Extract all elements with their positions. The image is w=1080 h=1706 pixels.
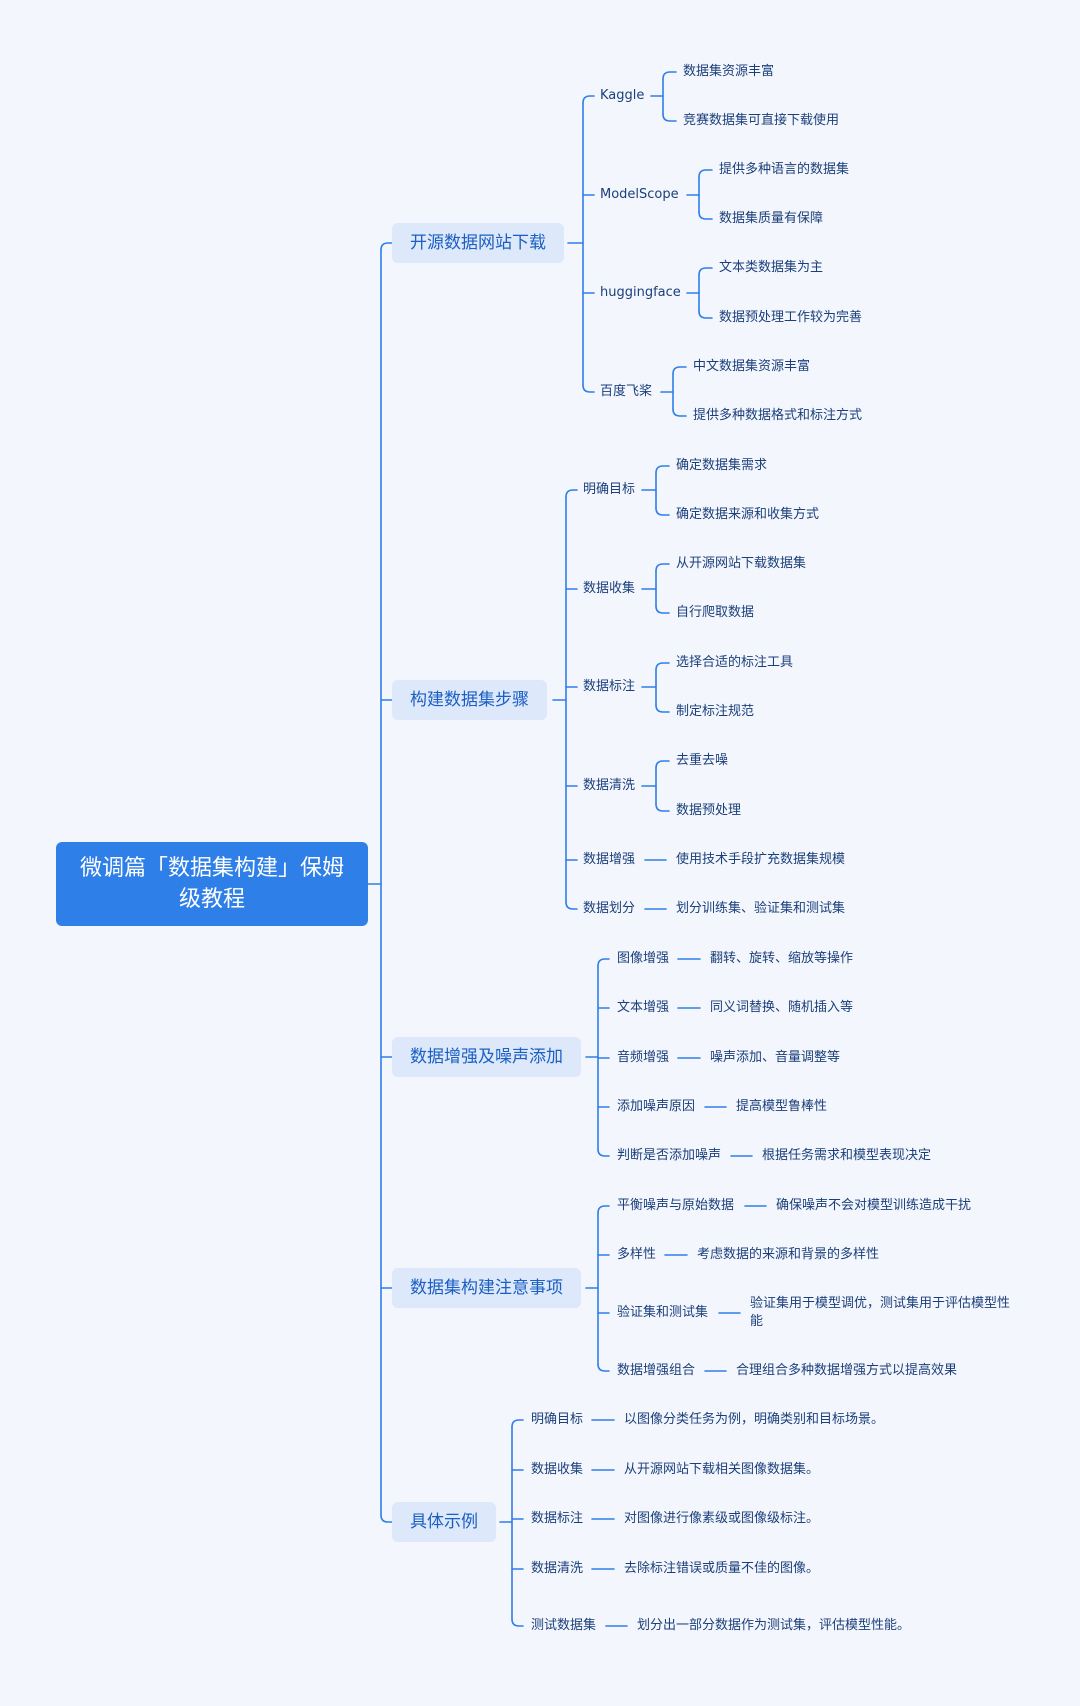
leaf[interactable]: 确定数据来源和收集方式 (676, 507, 820, 522)
leaf[interactable]: 提供多种数据格式和标注方式 (693, 408, 863, 423)
node-ex-annotate[interactable]: 数据标注 (531, 1511, 584, 1526)
leaf[interactable]: 竞赛数据集可直接下载使用 (683, 113, 840, 128)
leaf[interactable]: 使用技术手段扩充数据集规模 (676, 852, 846, 867)
leaf[interactable]: 数据预处理 (676, 803, 742, 818)
node-audio-aug[interactable]: 音频增强 (617, 1050, 670, 1065)
section-example[interactable]: 具体示例 (392, 1502, 496, 1542)
leaf[interactable]: 数据集资源丰富 (683, 64, 775, 79)
leaf[interactable]: 合理组合多种数据增强方式以提高效果 (736, 1363, 958, 1378)
connector-line (698, 211, 713, 220)
leaf[interactable]: 提供多种语言的数据集 (719, 162, 850, 177)
connector-line (597, 1205, 610, 1214)
root-bracket (380, 1514, 393, 1523)
leaf[interactable]: 噪声添加、音量调整等 (710, 1050, 841, 1065)
connector-line (672, 366, 687, 375)
connector-line (655, 563, 670, 572)
connector-line (597, 958, 610, 967)
leaf[interactable]: 划分出一部分数据作为测试集，评估模型性能。 (637, 1618, 911, 1633)
connector-line (655, 662, 670, 671)
leaf[interactable]: 去重去噪 (676, 753, 729, 768)
node-annotate[interactable]: 数据标注 (583, 679, 636, 694)
node-clean[interactable]: 数据清洗 (583, 778, 636, 793)
connector-line (565, 901, 578, 910)
node-huggingface[interactable]: huggingface (600, 285, 681, 300)
node-noise-reason[interactable]: 添加噪声原因 (617, 1099, 696, 1114)
leaf[interactable]: 文本类数据集为主 (719, 260, 824, 275)
leaf[interactable]: 根据任务需求和模型表现决定 (762, 1148, 932, 1163)
connector-line (597, 1148, 610, 1157)
node-split[interactable]: 数据划分 (583, 901, 636, 916)
node-kaggle[interactable]: Kaggle (600, 88, 645, 103)
leaf[interactable]: 选择合适的标注工具 (676, 655, 794, 670)
node-augment[interactable]: 数据增强 (583, 852, 636, 867)
root-topic[interactable]: 微调篇「数据集构建」保姆级教程 (56, 842, 368, 926)
leaf[interactable]: 去除标注错误或质量不佳的图像。 (624, 1561, 820, 1576)
section-augment-noise[interactable]: 数据增强及噪声添加 (392, 1037, 581, 1077)
connector-line (655, 704, 670, 713)
section-open-source-download[interactable]: 开源数据网站下载 (392, 223, 564, 263)
connector-line (698, 310, 713, 319)
node-collect[interactable]: 数据收集 (583, 581, 636, 596)
connector-line (511, 1618, 524, 1627)
root-bracket (380, 242, 393, 251)
node-image-aug[interactable]: 图像增强 (617, 951, 670, 966)
node-modelscope[interactable]: ModelScope (600, 187, 679, 202)
leaf[interactable]: 提高模型鲁棒性 (736, 1099, 828, 1114)
leaf[interactable]: 从开源网站下载数据集 (676, 556, 807, 571)
node-text-aug[interactable]: 文本增强 (617, 1000, 670, 1015)
section-build-steps[interactable]: 构建数据集步骤 (392, 680, 547, 720)
node-ex-testset[interactable]: 测试数据集 (531, 1618, 597, 1633)
connector-line (655, 465, 670, 474)
connector-line (565, 489, 578, 498)
leaf[interactable]: 中文数据集资源丰富 (693, 359, 811, 374)
node-ex-collect[interactable]: 数据收集 (531, 1462, 584, 1477)
leaf[interactable]: 验证集用于模型调优，测试集用于评估模型性能 (750, 1296, 1011, 1329)
connector-line (672, 408, 687, 417)
leaf[interactable]: 考虑数据的来源和背景的多样性 (697, 1247, 880, 1262)
leaf[interactable]: 以图像分类任务为例，明确类别和目标场景。 (624, 1412, 885, 1427)
leaf[interactable]: 确保噪声不会对模型训练造成干扰 (776, 1198, 972, 1213)
leaf[interactable]: 同义词替换、随机插入等 (710, 1000, 854, 1015)
connector-line (655, 803, 670, 812)
leaf[interactable]: 制定标注规范 (676, 704, 755, 719)
node-baidu-paddle[interactable]: 百度飞桨 (600, 384, 653, 399)
node-balance[interactable]: 平衡噪声与原始数据 (617, 1198, 735, 1213)
connector-line (698, 267, 713, 276)
connector-line (662, 113, 677, 122)
leaf[interactable]: 数据集质量有保障 (719, 211, 824, 226)
connector-line (582, 384, 595, 393)
node-ex-goal[interactable]: 明确目标 (531, 1412, 584, 1427)
leaf[interactable]: 自行爬取数据 (676, 605, 755, 620)
leaf[interactable]: 对图像进行像素级或图像级标注。 (624, 1511, 820, 1526)
leaf[interactable]: 从开源网站下载相关图像数据集。 (624, 1462, 820, 1477)
node-diversity[interactable]: 多样性 (617, 1247, 657, 1262)
connector-line (511, 1419, 524, 1428)
connector-line (655, 507, 670, 516)
section-notes[interactable]: 数据集构建注意事项 (392, 1268, 581, 1308)
node-aug-combo[interactable]: 数据增强组合 (617, 1363, 696, 1378)
node-noise-decision[interactable]: 判断是否添加噪声 (617, 1148, 722, 1163)
connector-line (582, 95, 595, 104)
node-val-test[interactable]: 验证集和测试集 (617, 1305, 709, 1320)
connector-line (597, 1363, 610, 1372)
leaf[interactable]: 划分训练集、验证集和测试集 (676, 901, 846, 916)
node-ex-clean[interactable]: 数据清洗 (531, 1561, 584, 1576)
connector-line (655, 605, 670, 614)
leaf[interactable]: 翻转、旋转、缩放等操作 (710, 951, 854, 966)
connector-line (655, 760, 670, 769)
node-goal[interactable]: 明确目标 (583, 482, 636, 497)
connector-line (698, 169, 713, 178)
leaf[interactable]: 确定数据集需求 (676, 458, 768, 473)
leaf[interactable]: 数据预处理工作较为完善 (719, 310, 863, 325)
connector-line (662, 71, 677, 80)
